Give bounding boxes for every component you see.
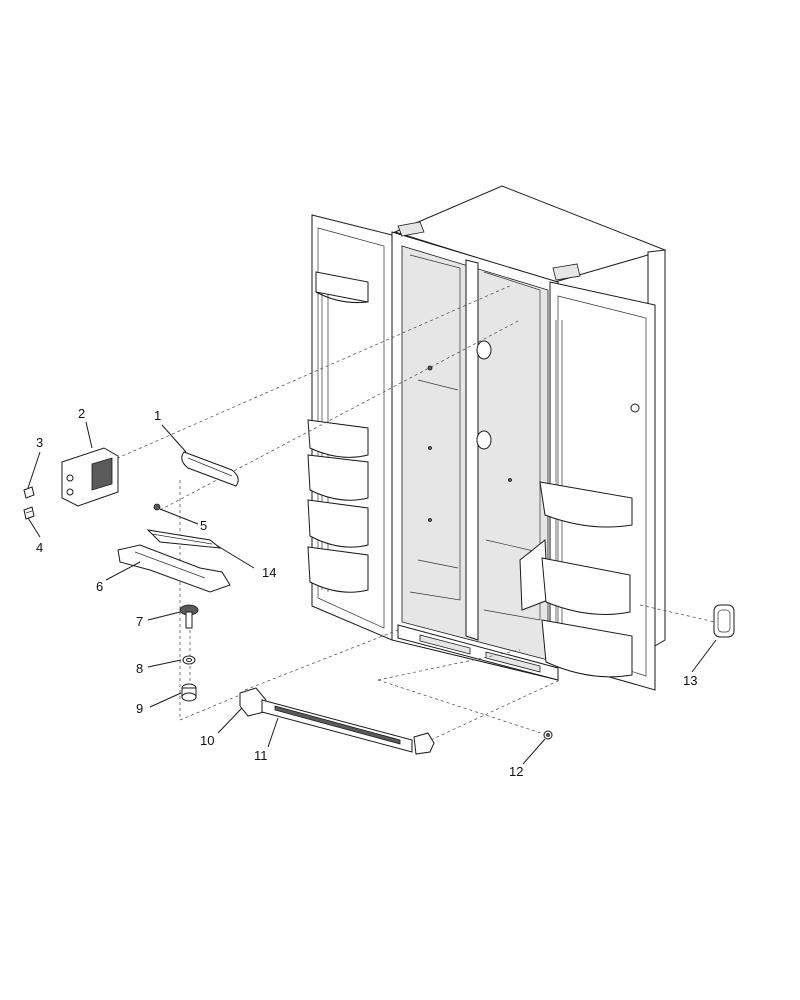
callout-4: 4 — [36, 540, 43, 555]
part-13-handle-cover — [713, 604, 735, 638]
part-14-lower-hinge — [146, 529, 222, 549]
callout-9: 9 — [136, 701, 143, 716]
part-4-screw — [23, 506, 35, 520]
part-6-hinge-bracket — [117, 544, 231, 593]
callout-labels: 1 2 3 4 5 6 7 8 9 10 11 12 13 14 — [36, 406, 697, 779]
part-11-toe-grille — [261, 699, 413, 753]
fresh-food-door-bins — [539, 481, 633, 678]
callout-leaders — [27, 421, 717, 765]
part-12-screw — [543, 730, 553, 740]
callout-13: 13 — [683, 673, 697, 688]
callout-10: 10 — [200, 733, 214, 748]
freezer-door-bins — [307, 419, 369, 593]
part-3-screw — [23, 486, 35, 499]
freezer-door — [307, 214, 393, 641]
callout-6: 6 — [96, 579, 103, 594]
part-2-hinge-bracket — [61, 447, 119, 507]
callout-11: 11 — [254, 748, 268, 763]
callout-7: 7 — [136, 614, 143, 629]
refrigerator-cabinet — [391, 185, 667, 681]
part-8-washer — [182, 655, 196, 665]
callout-5: 5 — [200, 518, 207, 533]
part-10-end-cap-right — [413, 732, 435, 755]
callout-8: 8 — [136, 661, 143, 676]
callout-3: 3 — [36, 435, 43, 450]
part-5-bolt — [153, 503, 161, 511]
callout-1: 1 — [154, 408, 161, 423]
callout-12: 12 — [509, 764, 523, 779]
callout-14: 14 — [262, 565, 276, 580]
part-7-leveling-leg — [179, 604, 199, 629]
part-9-spacer — [181, 683, 197, 702]
part-1-handle — [181, 451, 239, 487]
fresh-food-door — [539, 281, 656, 691]
callout-2: 2 — [78, 406, 85, 421]
